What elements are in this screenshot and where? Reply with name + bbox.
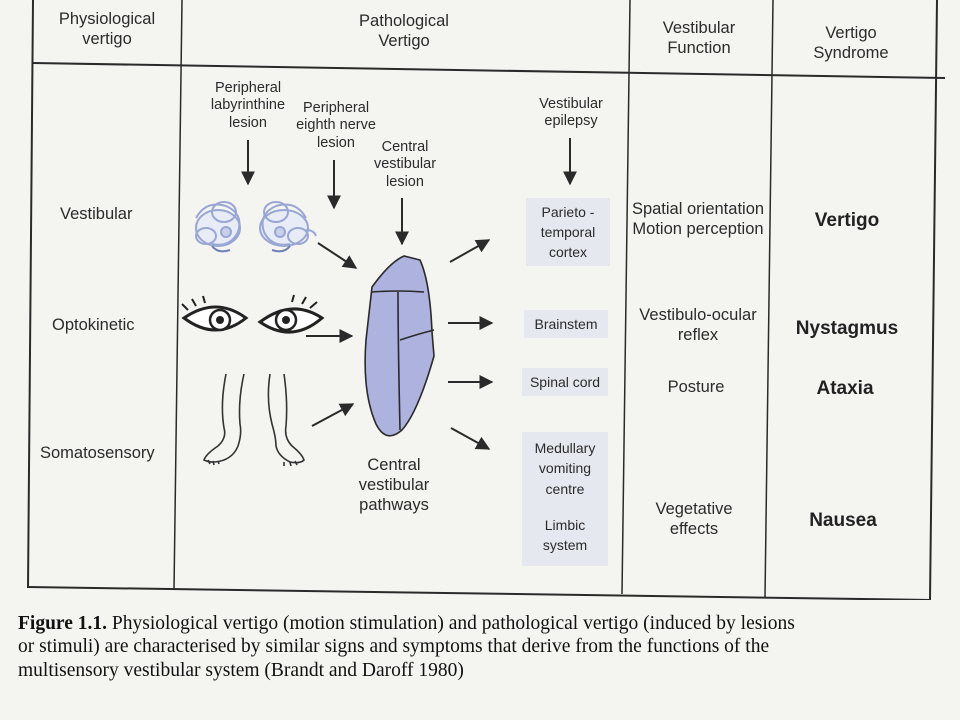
row-label-optokinetic: Optokinetic (52, 316, 135, 334)
arrow-icon (311, 403, 355, 427)
eye-icon (181, 295, 249, 332)
brainstem-icon (364, 255, 435, 437)
syndrome-ataxia: Ataxia (816, 378, 874, 399)
output-arrows (448, 239, 494, 450)
input-arrows (306, 242, 358, 427)
syndrome-nystagmus: Nystagmus (795, 318, 899, 339)
caption-line-1: Physiological vertigo (motion stimulatio… (107, 613, 795, 634)
syndrome-nausea: Nausea (809, 510, 877, 531)
target-brainstem: Brainstem (524, 310, 608, 338)
caption-line-2: or stimuli) are characterised by similar… (18, 636, 770, 658)
target-spinal-cord: Spinal cord (522, 368, 608, 396)
labyrinth-icon (259, 201, 317, 253)
figure-drawing (27, 0, 946, 600)
lesion-arrows (241, 138, 577, 246)
syndrome-vertigo: Vertigo (814, 210, 880, 231)
arrow-icon (317, 242, 358, 269)
table-grid (27, 0, 946, 600)
legs-icon (203, 373, 305, 467)
row-label-somatosensory: Somatosensory (40, 444, 155, 462)
arrow-icon (449, 239, 491, 263)
row-label-vestibular: Vestibular (60, 205, 133, 223)
caption-line-3: multisensory vestibular system (Brandt a… (18, 659, 464, 681)
figure-caption: Figure 1.1. Physiological vertigo (motio… (18, 612, 958, 682)
labyrinth-icon (195, 201, 241, 253)
eye-icon (257, 294, 325, 334)
arrow-icon (450, 427, 491, 450)
function-posture: Posture (667, 378, 725, 396)
caption-label: Figure 1.1. (18, 613, 108, 634)
